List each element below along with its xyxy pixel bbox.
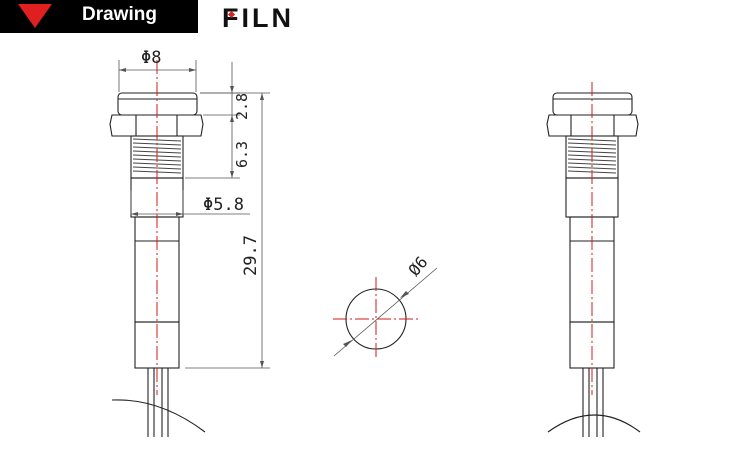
dim-thread-length: 6.3 — [233, 141, 251, 168]
brand-logo: FILN — [220, 3, 294, 33]
logo-text: FILN — [222, 2, 294, 33]
panel-hole-view — [333, 267, 438, 360]
logo-diamond-icon — [227, 10, 236, 19]
dim-total-length: 29.7 — [241, 235, 261, 276]
dimension-arrows — [119, 68, 264, 368]
dim-body-diameter: Φ5.8 — [203, 195, 244, 215]
header-bar: Drawing FILN — [0, 0, 750, 36]
triangle-icon — [18, 4, 52, 28]
dim-head-height: 2.8 — [233, 93, 251, 120]
tab-label: Drawing — [82, 4, 157, 25]
right-part-view — [546, 92, 641, 437]
drawing-tab: Drawing — [0, 0, 198, 33]
dim-hole-diameter: Ø6 — [405, 253, 432, 280]
dim-head-diameter: Φ8 — [141, 48, 161, 68]
